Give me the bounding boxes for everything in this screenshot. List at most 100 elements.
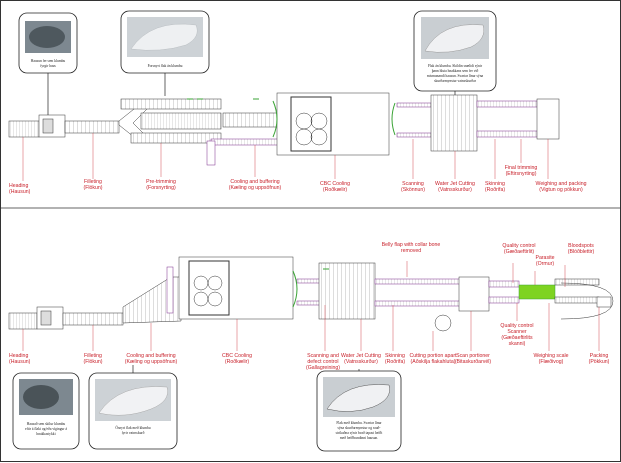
top-line: Hausun fer sem klumbu fyrgir haus Forsny… [8, 10, 587, 195]
bottom-label-scanning-2: (Gallagreining) [306, 365, 340, 371]
svg-text:removed: removed [401, 248, 421, 254]
top-markers [187, 98, 396, 138]
svg-text:(Bitaskurðarvél): (Bitaskurðarvél) [455, 358, 492, 365]
svg-text:Flak með klumbu. Svartar línur: Flak með klumbu. Svartar línur [336, 420, 382, 425]
bottom-label-qc-0: Quality control [502, 243, 535, 249]
svg-text:Water Jet Cutting: Water Jet Cutting [341, 353, 381, 359]
svg-text:Final trimming: Final trimming [505, 165, 538, 171]
svg-text:Cutting portion apart: Cutting portion apart [409, 353, 457, 359]
svg-text:Quality control: Quality control [500, 323, 533, 329]
top-label-cbc-1: (Roðkælir) [323, 186, 347, 193]
bottom-label-qcscanner-2: (Gæðaeftirlits [501, 334, 533, 341]
bottom-markers [292, 268, 329, 308]
top-label-waterjet-1: (Vatnsskurður) [438, 186, 472, 193]
bottom-cap-fillet-0: Ósnyrt flak með klumbu [115, 425, 150, 430]
bottom-label-packing-1: (Pökkun) [589, 359, 610, 365]
top-label-weighing-0: Weighing and packing [536, 181, 587, 187]
svg-text:(Eftirsnyrting): (Eftirsnyrting) [506, 171, 537, 177]
bottom-label-waterjet-1: (Vatnsskurður) [344, 358, 378, 365]
svg-text:(Kæling og uppsöfnun): (Kæling og uppsöfnun) [229, 185, 282, 191]
bottom-label-cutting-1: (Aðskilja flakahluta) [411, 358, 456, 365]
svg-text:Hausað sem skilur klumbu: Hausað sem skilur klumbu [27, 421, 66, 426]
svg-text:Scanning: Scanning [402, 181, 424, 187]
svg-text:hnakkastykki: hnakkastykki [36, 432, 55, 436]
top-cap-fillet-0: Forsnyrt flak án klumbu [148, 64, 183, 68]
svg-text:(Hausun): (Hausun) [9, 359, 31, 365]
svg-text:(Roðrifa): (Roðrifa) [385, 358, 405, 365]
svg-text:(Gæðaeftirlits: (Gæðaeftirlits [501, 334, 533, 341]
bottom-cap-fillet-1: fyrir vatnsskurð [122, 430, 145, 435]
top-label-finaltrim-0: Final trimming [505, 165, 538, 171]
svg-text:með hefðbundinni hausun.: með hefðbundinni hausun. [340, 435, 378, 440]
bottom-upper-labels: Belly flap with collar bone removed Qual… [382, 242, 595, 267]
svg-text:Quality control: Quality control [502, 243, 535, 249]
svg-text:þann hluta hnakkans sem fer vi: þann hluta hnakkans sem fer við [432, 68, 479, 73]
bottom-label-weighscale-1: (Flæðivog) [539, 358, 564, 365]
top-label-pretrim-1: (Forsnyrting) [146, 185, 176, 191]
bottom-label-cutting-0: Cutting portion apart [409, 353, 457, 359]
top-photo-fillet: Forsnyrt flak án klumbu [120, 10, 210, 74]
top-labels: Heading (Hausun) Filleting (Flökun) Pre-… [9, 165, 587, 195]
svg-text:Scan portioner: Scan portioner [456, 353, 490, 359]
svg-text:CBC Cooling: CBC Cooling [320, 181, 350, 187]
bottom-lower-labels: Heading (Hausun) Filleting (Flökun) Cool… [9, 323, 610, 371]
top-label-waterjet-0: Water Jet Cutting [435, 181, 475, 187]
bottom-cap-cut-1: sýna skurðarmynstur og rauð- [337, 425, 381, 430]
svg-text:Forsnyrt flak án klumbu: Forsnyrt flak án klumbu [148, 64, 183, 68]
bottom-label-cbc-1: (Roðkælir) [225, 358, 249, 365]
svg-text:Pre-trimming: Pre-trimming [146, 179, 176, 185]
top-photo-final: Flak án klumbu. Skildin snælidi sýnir þa… [413, 10, 497, 92]
top-cap-final-0: Flak án klumbu. Skildin snælidi sýnir [428, 64, 483, 68]
bottom-label-bellyflap-0: Belly flap with collar bone [382, 242, 441, 248]
bottom-label-bellyflap-1: removed [401, 248, 421, 254]
svg-text:(Roðkælir): (Roðkælir) [225, 358, 249, 365]
svg-text:(Ormur): (Ormur) [536, 261, 554, 267]
top-label-cooling-0: Cooling and buffering [230, 179, 279, 185]
bottom-label-skinning-1: (Roðrifa) [385, 358, 405, 365]
bottom-label-heading-1: (Hausun) [9, 359, 31, 365]
top-label-filleting-1: (Flökun) [83, 185, 102, 191]
top-label-finaltrim-1: (Eftirsnyrting) [506, 171, 537, 177]
bottom-cap-cut-0: Flak með klumbu. Svartar línur [336, 420, 382, 425]
svg-text:(Vatnsskurður): (Vatnsskurður) [344, 358, 378, 365]
svg-text:CBC Cooling: CBC Cooling [222, 353, 252, 359]
top-label-scanning-0: Scanning [402, 181, 424, 187]
bottom-label-qc-1: (Gæðaeftirlit) [504, 248, 535, 255]
top-label-skinning-1: (Roðrifa) [485, 186, 505, 193]
top-label-heading-1: (Hausun) [9, 189, 31, 195]
bottom-label-scanning-0: Scanning and [307, 353, 339, 359]
bottom-label-parasite-0: Parasite [535, 255, 554, 261]
bottom-photo-head: Hausað sem skilur klumbu eftir á flaki o… [12, 372, 80, 450]
svg-text:Scanning and: Scanning and [307, 353, 339, 359]
svg-text:Hausun fer sem klumbu: Hausun fer sem klumbu [31, 59, 66, 63]
svg-text:Belly flap with collar bone: Belly flap with collar bone [382, 242, 441, 248]
svg-text:strikaðna sýnir hvað tapast he: strikaðna sýnir hvað tapast hefði [336, 430, 383, 435]
svg-text:(Flökun): (Flökun) [83, 185, 102, 191]
svg-text:(Pökkun): (Pökkun) [589, 359, 610, 365]
top-label-cooling-1: (Kæling og uppsöfnun) [229, 185, 282, 191]
bottom-label-heading-0: Heading [9, 353, 28, 359]
bottom-label-skinning-0: Skinning [385, 353, 405, 359]
bottom-label-waterjet-0: Water Jet Cutting [341, 353, 381, 359]
bottom-label-qcscanner-3: skanni) [509, 341, 526, 347]
bottom-label-bloodspots-1: (Blóðblettir) [568, 248, 595, 255]
bottom-photo-fillet: Ósnyrt flak með klumbu fyrir vatnsskurð [88, 372, 178, 450]
top-label-scanning-1: (Skönnun) [401, 187, 425, 193]
svg-text:Cooling and buffering: Cooling and buffering [230, 179, 279, 185]
bottom-label-scanportioner-0: Scan portioner [456, 353, 490, 359]
svg-text:(Forsnyrting): (Forsnyrting) [146, 185, 176, 191]
bottom-photo-cut: Flak með klumbu. Svartar línur sýna skur… [316, 370, 402, 452]
svg-text:(Roðkælir): (Roðkælir) [323, 186, 347, 193]
top-cap-final-3: skurðarmynstur vatnsskurðar [434, 78, 477, 83]
top-cap-final-2: mismunandi hausun. Svartar línur sýna [427, 74, 484, 78]
top-cap-final-1: þann hluta hnakkans sem fer við [432, 68, 479, 73]
bottom-label-packing-0: Packing [590, 353, 609, 359]
svg-text:fyrgir haus: fyrgir haus [40, 64, 56, 68]
svg-text:fyrir vatnsskurð: fyrir vatnsskurð [122, 430, 145, 435]
bottom-label-filleting-0: Filleting [84, 353, 102, 359]
svg-text:sýna skurðarmynstur og rauð-: sýna skurðarmynstur og rauð- [337, 425, 381, 430]
bottom-cap-cut-2: strikaðna sýnir hvað tapast hefði [336, 430, 383, 435]
svg-text:(Kæling og uppsöfnun): (Kæling og uppsöfnun) [125, 359, 178, 365]
bottom-label-qcscanner-0: Quality control [500, 323, 533, 329]
